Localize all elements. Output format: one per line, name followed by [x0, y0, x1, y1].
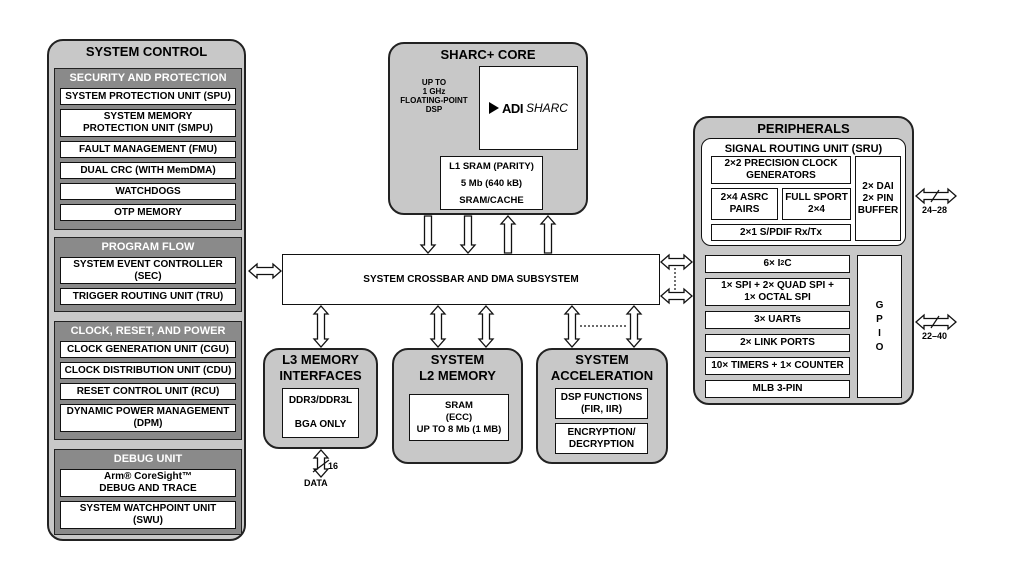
dual-crc-box: DUAL CRC (WITH MemDMA) — [60, 162, 236, 179]
gpio-bus-slash — [930, 315, 940, 329]
sru-title: SIGNAL ROUTING UNIT (SRU) — [724, 143, 883, 155]
dai-bus-slash — [930, 189, 940, 203]
l2-crossbar-arrow-1 — [429, 305, 447, 348]
l2-memory-title: SYSTEM L2 MEMORY — [419, 352, 496, 383]
gpio-pins-arrow — [915, 313, 957, 331]
program-flow-section: PROGRAM FLOW SYSTEM EVENT CONTROLLER (SE… — [54, 237, 242, 312]
sharc-core-spec: UP TO 1 GHz FLOATING-POINT DSP — [400, 78, 468, 114]
security-section: SECURITY AND PROTECTION SYSTEM PROTECTIO… — [54, 68, 242, 230]
core-down-arrow-1 — [419, 215, 437, 254]
accel-crossbar-arrow-1 — [563, 305, 581, 348]
system-crossbar-box: SYSTEM CROSSBAR AND DMA SUBSYSTEM — [282, 254, 660, 305]
data-bus-slash — [312, 459, 330, 473]
peripherals-title: PERIPHERALS — [757, 121, 850, 136]
accel-crossbar-arrow-2 — [625, 305, 643, 348]
l1-sram-box: L1 SRAM (PARITY) 5 Mb (640 kB) SRAM/CACH… — [440, 156, 543, 210]
system-control-panel: SYSTEM CONTROL SECURITY AND PROTECTION S… — [47, 39, 246, 541]
adi-logo-icon — [489, 102, 500, 114]
precision-clock-box: 2×2 PRECISION CLOCK GENERATORS — [711, 156, 851, 184]
dai-pins-label: 24–28 — [922, 205, 948, 215]
sru-section: SIGNAL ROUTING UNIT (SRU) 2×2 PRECISION … — [701, 138, 906, 246]
rcu-box: RESET CONTROL UNIT (RCU) — [60, 383, 236, 400]
dsp-functions-box: DSP FUNCTIONS (FIR, IIR) — [555, 388, 648, 419]
debug-unit-title: DEBUG UNIT — [113, 453, 183, 465]
peripherals-crossbar-arrow-2 — [660, 287, 693, 305]
ddr3-box: DDR3/DDR3L BGA ONLY — [282, 388, 359, 438]
spi-box: 1× SPI + 2× QUAD SPI + 1× OCTAL SPI — [705, 278, 850, 306]
clock-section-title: CLOCK, RESET, AND POWER — [70, 325, 226, 337]
coresight-box: Arm® CoreSight™ DEBUG AND TRACE — [60, 469, 236, 497]
acceleration-title: SYSTEM ACCELERATION — [550, 352, 654, 383]
security-section-title: SECURITY AND PROTECTION — [69, 72, 227, 84]
l3-data-bus-arrow — [312, 449, 330, 478]
sharc-core-panel: SHARC+ CORE UP TO 1 GHz FLOATING-POINT D… — [388, 42, 588, 215]
core-up-arrow-2 — [539, 215, 557, 254]
uarts-box: 3× UARTs — [705, 311, 850, 329]
l3-crossbar-arrow — [312, 305, 330, 348]
core-up-arrow-1 — [499, 215, 517, 254]
link-ports-box: 2× LINK PORTS — [705, 334, 850, 352]
clock-reset-power-section: CLOCK, RESET, AND POWER CLOCK GENERATION… — [54, 321, 242, 440]
core-down-arrow-2 — [459, 215, 477, 254]
i2c-superscript: 2 — [780, 260, 785, 267]
data-label: DATA — [304, 478, 328, 488]
swu-box: SYSTEM WATCHPOINT UNIT (SWU) — [60, 501, 236, 529]
sec-box: SYSTEM EVENT CONTROLLER (SEC) — [60, 257, 236, 284]
spdif-box: 2×1 S/PDIF Rx/Tx — [711, 224, 851, 241]
system-control-crossbar-arrow — [248, 262, 282, 280]
otp-memory-box: OTP MEMORY — [60, 204, 236, 221]
sharc-logo-text: SHARC — [525, 101, 568, 115]
program-flow-title: PROGRAM FLOW — [101, 241, 195, 253]
gpio-pins-label: 22–40 — [922, 331, 948, 341]
l3-memory-title: L3 MEMORY INTERFACES — [279, 352, 362, 383]
l2-sram-box: SRAM (ECC) UP TO 8 Mb (1 MB) — [409, 394, 509, 441]
smpu-box: SYSTEM MEMORY PROTECTION UNIT (SMPU) — [60, 109, 236, 137]
debug-unit-section: DEBUG UNIT Arm® CoreSight™ DEBUG AND TRA… — [54, 449, 242, 535]
dai-pins-arrow — [915, 187, 957, 205]
timers-box: 10× TIMERS + 1× COUNTER — [705, 357, 850, 375]
dpm-box: DYNAMIC POWER MANAGEMENT (DPM) — [60, 404, 236, 432]
sharc-logo-box: ADI SHARC — [479, 66, 578, 150]
l3-memory-panel: L3 MEMORY INTERFACES DDR3/DDR3L BGA ONLY — [263, 348, 378, 449]
watchdogs-box: WATCHDOGS — [60, 183, 236, 200]
i2c-suffix: C — [784, 258, 792, 269]
full-sport-box: FULL SPORT 2×4 — [782, 188, 851, 220]
adi-logo-text: ADI — [502, 100, 523, 116]
asrc-pairs-box: 2×4 ASRC PAIRS — [711, 188, 778, 220]
spu-box: SYSTEM PROTECTION UNIT (SPU) — [60, 88, 236, 105]
i2c-prefix: 6× I — [763, 258, 781, 269]
fmu-box: FAULT MANAGEMENT (FMU) — [60, 141, 236, 158]
dai-pin-buffer-box: 2× DAI 2× PIN BUFFER — [855, 156, 901, 241]
l2-memory-panel: SYSTEM L2 MEMORY SRAM (ECC) UP TO 8 Mb (… — [392, 348, 523, 464]
cdu-box: CLOCK DISTRIBUTION UNIT (CDU) — [60, 362, 236, 379]
cgu-box: CLOCK GENERATION UNIT (CGU) — [60, 341, 236, 358]
mlb-box: MLB 3-PIN — [705, 380, 850, 398]
encryption-box: ENCRYPTION/ DECRYPTION — [555, 423, 648, 454]
l2-crossbar-arrow-2 — [477, 305, 495, 348]
peripherals-panel: PERIPHERALS SIGNAL ROUTING UNIT (SRU) 2×… — [693, 116, 914, 405]
sharc-core-title: SHARC+ CORE — [440, 47, 536, 62]
data-bus-width-label: 16 — [328, 461, 339, 471]
peripherals-crossbar-arrow-1 — [660, 253, 693, 271]
gpio-box: G P I O — [857, 255, 902, 398]
system-control-title: SYSTEM CONTROL — [85, 44, 208, 59]
tru-box: TRIGGER ROUTING UNIT (TRU) — [60, 288, 236, 305]
system-acceleration-panel: SYSTEM ACCELERATION DSP FUNCTIONS (FIR, … — [536, 348, 668, 464]
